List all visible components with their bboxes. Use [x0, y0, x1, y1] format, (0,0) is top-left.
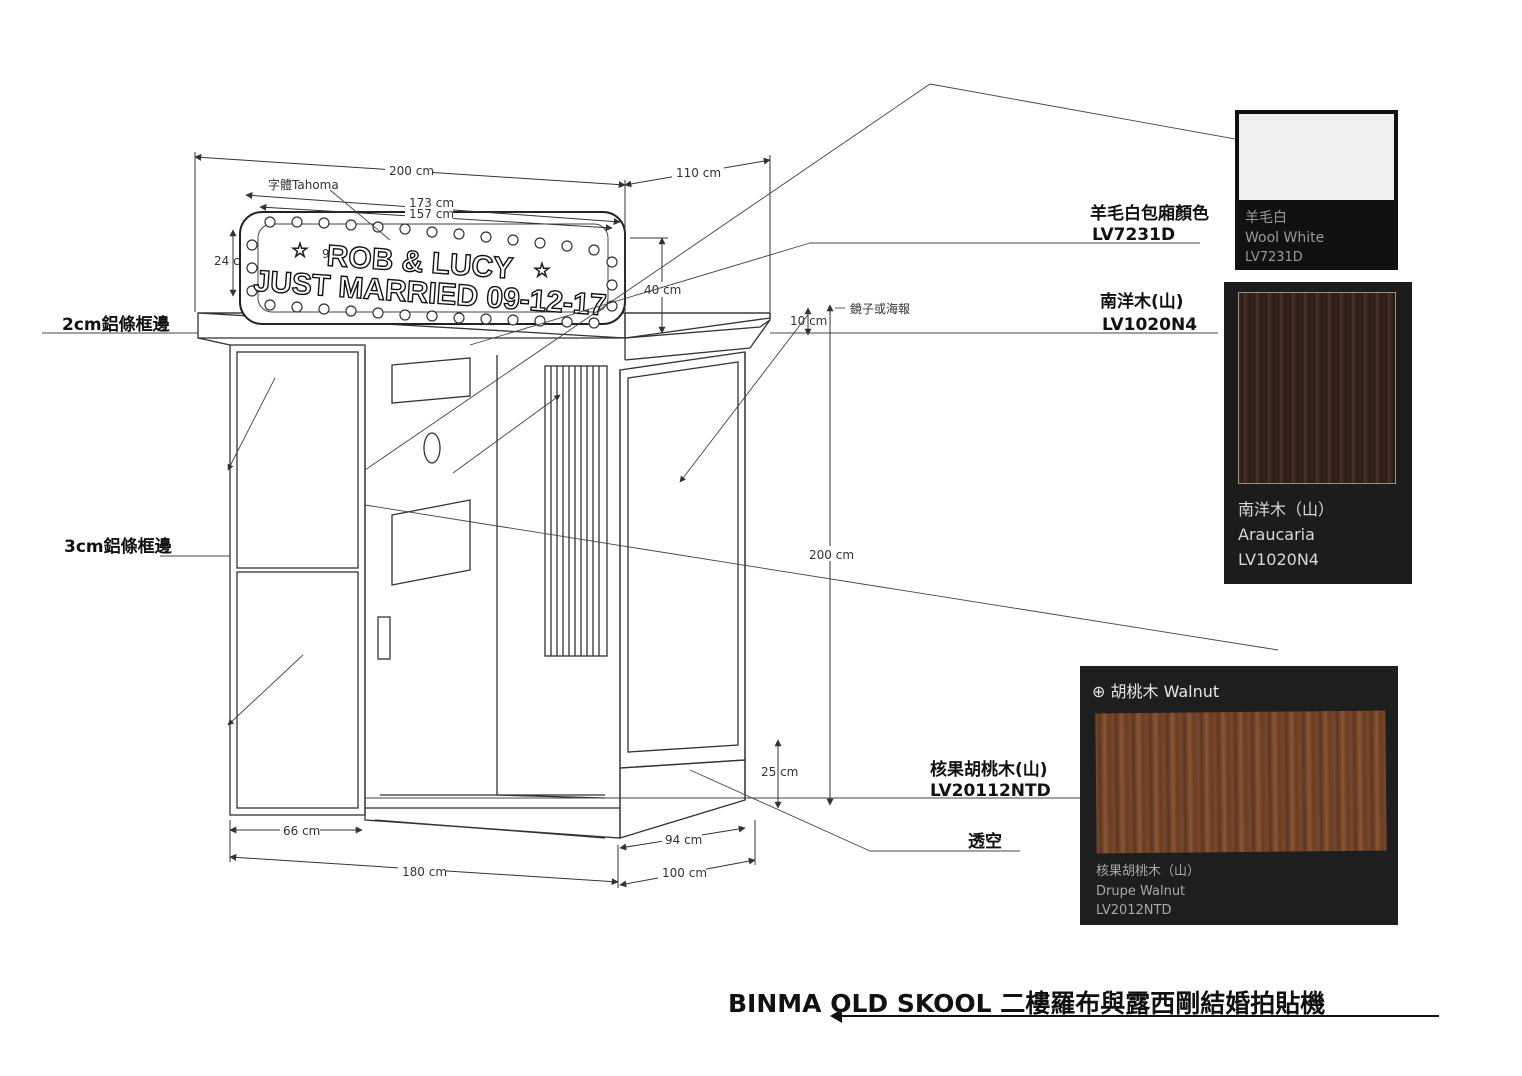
star-icon: ☆: [291, 238, 309, 262]
title-arrow-icon: [830, 1009, 842, 1023]
walnut-line1: 核果胡桃木（山）: [1096, 864, 1201, 879]
callout-hollow: 透空: [968, 831, 1002, 852]
callout-araucaria-name: 南洋木(山): [1100, 291, 1184, 312]
wool-white-line2: Wool White: [1245, 230, 1325, 247]
wool-white-line3: LV7231D: [1245, 249, 1303, 265]
dim-sign-small: 9: [322, 247, 330, 261]
swatch-araucaria: 南洋木（山） Araucaria LV1020N4: [1224, 282, 1412, 584]
dim-left-panel: 66 cm: [283, 824, 320, 838]
dim-side-width: 100 cm: [662, 866, 707, 880]
side-base: [619, 759, 746, 839]
araucaria-line2: Araucaria: [1238, 524, 1315, 544]
dimension-labels: 200 cm 110 cm 173 cm 157 cm 24 c 9 40 cm…: [214, 163, 854, 880]
callout-frame-2cm: 2cm鋁條框邊: [62, 314, 171, 335]
side-panel-inner: [627, 361, 739, 753]
left-panel-outer: [229, 344, 366, 816]
font-note: 字體Tahoma: [268, 177, 339, 192]
araucaria-sample: [1238, 292, 1396, 484]
marquee-sign: ☆ ☆ ROB & LUCY JUST MARRIED 09-12-17: [239, 211, 626, 329]
swatch-walnut: ⊕ 胡桃木 Walnut 核果胡桃木（山） Drupe Walnut LV201…: [1080, 666, 1398, 925]
curtain: [544, 365, 608, 657]
wool-white-sample: [1239, 114, 1394, 200]
dim-base-height: 25 cm: [761, 765, 798, 779]
callout-walnut-code: LV20112NTD: [930, 781, 1051, 801]
dim-total-height: 200 cm: [809, 548, 854, 562]
araucaria-caption: 南洋木（山） Araucaria LV1020N4: [1238, 498, 1334, 572]
walnut-caption: 核果胡桃木（山） Drupe Walnut LV2012NTD: [1096, 862, 1200, 921]
araucaria-line3: LV1020N4: [1238, 549, 1319, 569]
callout-wool-white-name: 羊毛白包廂顏色: [1090, 203, 1209, 224]
dim-sign-outer: 173 cm: [409, 196, 454, 210]
side-panel-outer: [619, 351, 746, 769]
walnut-sample: [1095, 710, 1387, 854]
callout-araucaria-code: LV1020N4: [1102, 315, 1197, 335]
walnut-header: ⊕ 胡桃木 Walnut: [1092, 682, 1220, 701]
callout-walnut-name: 核果胡桃木(山): [930, 759, 1048, 780]
callout-wool-white-code: LV7231D: [1092, 225, 1175, 245]
page-title: BINMA OLD SKOOL 二樓羅布與露西剛結婚拍貼機: [728, 989, 1326, 1018]
upper-screen: [391, 357, 471, 404]
booth-body: [197, 312, 771, 839]
dim-sign-height: 24 c: [214, 254, 240, 268]
dim-side-inner: 94 cm: [665, 833, 702, 847]
leader-lines: [42, 83, 1286, 852]
star-icon: ☆: [533, 258, 551, 282]
camera-lens: [423, 432, 441, 464]
walnut-line2: Drupe Walnut: [1096, 883, 1186, 899]
roof-side: [624, 312, 771, 339]
walnut-line3: LV2012NTD: [1096, 903, 1172, 918]
dim-front-width: 180 cm: [402, 865, 447, 879]
callout-labels: 2cm鋁條框邊 3cm鋁條框邊 鏡子或海報 羊毛白包廂顏色 LV7231D 南洋…: [62, 203, 1209, 852]
dim-sign-inner: 157 cm: [409, 207, 454, 221]
coin-slot: [377, 616, 391, 660]
left-panel-lower: [236, 571, 359, 809]
dim-sign-to-roof: 40 cm: [644, 283, 681, 297]
araucaria-line1: 南洋木（山）: [1238, 500, 1335, 519]
dim-roof-thickness: 10 cm: [790, 314, 827, 328]
wool-white-line1: 羊毛白: [1245, 210, 1287, 226]
title-underline: [835, 1015, 1439, 1017]
callout-frame-3cm: 3cm鋁條框邊: [64, 536, 173, 557]
dim-depth-top: 110 cm: [676, 166, 721, 180]
lower-screen: [391, 499, 471, 586]
wool-white-caption: 羊毛白 Wool White LV7231D: [1245, 208, 1324, 267]
callout-mirror-poster: 鏡子或海報: [850, 301, 910, 316]
swatch-wool-white: 羊毛白 Wool White LV7231D: [1235, 110, 1398, 270]
dim-width-top: 200 cm: [389, 164, 434, 178]
left-panel-upper: [236, 351, 359, 569]
